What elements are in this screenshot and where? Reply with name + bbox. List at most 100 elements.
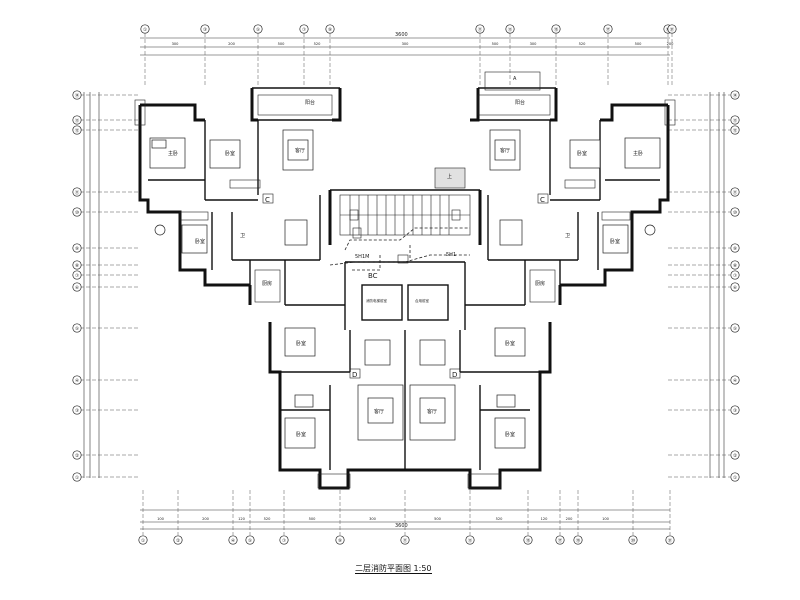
label-living-lr: 客厅 — [427, 408, 437, 415]
svg-text:⑧: ⑧ — [75, 263, 79, 269]
tag-c-right: C — [540, 196, 545, 204]
label-balcony-left: 阳台 — [305, 99, 315, 106]
left-axis-8: ⑥ — [72, 282, 82, 292]
right-axis-0: ⑭ — [730, 90, 740, 100]
right-axis-1: ⑬ — [730, 115, 740, 125]
fire-system-lines — [329, 209, 470, 271]
tag-d-right: D — [452, 371, 457, 379]
label-bedroom-bl: 卧室 — [296, 431, 306, 438]
right-dimension-lines — [709, 92, 725, 478]
bottom-dim-7: 520 — [496, 517, 504, 521]
svg-text:⑨: ⑨ — [328, 27, 332, 33]
bottom-axis-5: ⑨ — [335, 535, 345, 545]
label-bedroom-ur: 卧室 — [577, 150, 587, 157]
tag-d-left: D — [352, 371, 357, 379]
room-tags: C C D D — [262, 193, 549, 379]
right-axis-7: ⑦ — [730, 270, 740, 280]
bottom-axis-6: ⑪ — [400, 535, 410, 545]
svg-text:⑨: ⑨ — [75, 246, 79, 252]
bottom-axis-9: ⑰ — [555, 535, 565, 545]
svg-text:⑪: ⑪ — [75, 189, 80, 196]
label-stair-up: 上 — [447, 173, 452, 180]
bottom-dim-3: 520 — [264, 517, 272, 521]
svg-text:⑩: ⑩ — [733, 210, 737, 216]
top-axis-4: ⑨ — [325, 24, 335, 34]
label-corridor-bc: BC — [368, 272, 378, 280]
top-dim-1: 200 — [228, 42, 236, 46]
svg-text:⑪: ⑪ — [478, 26, 483, 33]
label-living-right: 客厅 — [500, 147, 510, 154]
top-axis-1: ③ — [200, 24, 210, 34]
svg-text:⑥: ⑥ — [75, 285, 79, 291]
label-dim-b: 5H1 — [446, 252, 456, 258]
svg-text:⑩: ⑩ — [75, 210, 79, 216]
svg-text:⑦: ⑦ — [733, 273, 737, 279]
top-axis-7: ⑮ — [551, 24, 561, 34]
tag-c-left: C — [265, 196, 270, 204]
right-axis-13: ① — [730, 472, 740, 482]
right-axis-9: ⑤ — [730, 323, 740, 333]
svg-text:⑧: ⑧ — [733, 263, 737, 269]
svg-text:⑤: ⑤ — [248, 538, 252, 544]
right-axis-3: ⑪ — [730, 187, 740, 197]
top-axis-10: ㉑ — [667, 24, 677, 34]
svg-text:②: ② — [75, 453, 79, 459]
top-total-dim: 3600 — [395, 32, 408, 38]
right-axis-10: ④ — [730, 375, 740, 385]
bottom-axis-1: ② — [173, 535, 183, 545]
right-axis-12: ② — [730, 450, 740, 460]
label-elevator-b: 合用前室 — [415, 298, 429, 303]
bottom-dim-5: 300 — [369, 517, 377, 521]
bottom-dim-9: 200 — [566, 517, 574, 521]
svg-text:⑦: ⑦ — [75, 273, 79, 279]
label-bedroom-ul: 卧室 — [225, 150, 235, 157]
top-dim-0: 300 — [172, 42, 180, 46]
label-bedroom-lr: 卧室 — [505, 340, 515, 347]
right-axis-4: ⑩ — [730, 207, 740, 217]
left-axis-11: ③ — [72, 405, 82, 415]
left-axis-1: ⑬ — [72, 115, 82, 125]
svg-text:㉑: ㉑ — [670, 26, 675, 33]
label-bedroom-mr: 卧室 — [610, 238, 620, 245]
left-dimension-lines — [83, 92, 100, 478]
svg-text:⑤: ⑤ — [256, 27, 260, 33]
svg-text:⑨: ⑨ — [733, 246, 737, 252]
svg-text:⑫: ⑫ — [733, 127, 738, 134]
svg-text:⑭: ⑭ — [733, 92, 738, 99]
svg-text:⑰: ⑰ — [606, 26, 611, 33]
drawing-title-text: 二层消防平面图 1:50 — [355, 564, 432, 574]
svg-text:⑦: ⑦ — [302, 27, 306, 33]
svg-text:⑲: ⑲ — [576, 537, 581, 544]
left-axis-0: ⑭ — [72, 90, 82, 100]
interior-walls — [148, 119, 660, 470]
bottom-dim-1: 200 — [202, 517, 210, 521]
right-axis-6: ⑧ — [730, 260, 740, 270]
bottom-axis-0: ① — [138, 535, 148, 545]
svg-text:⑬: ⑬ — [733, 117, 738, 124]
stair — [339, 167, 471, 236]
top-dim-4: 300 — [402, 42, 410, 46]
right-axis-2: ⑫ — [730, 125, 740, 135]
left-axis-7: ⑦ — [72, 270, 82, 280]
top-dim-2: 500 — [278, 42, 286, 46]
svg-text:⑨: ⑨ — [338, 538, 342, 544]
bottom-axis-4: ⑦ — [279, 535, 289, 545]
svg-text:⑰: ⑰ — [558, 537, 563, 544]
bottom-axis-3: ⑤ — [245, 535, 255, 545]
bottom-axis-10: ⑲ — [573, 535, 583, 545]
furniture — [149, 129, 661, 449]
label-bedroom-ll: 卧室 — [296, 340, 306, 347]
left-axis-12: ② — [72, 450, 82, 460]
bottom-dim-0: 100 — [157, 517, 165, 521]
top-dim-9: 200 — [667, 42, 675, 46]
top-dimension-lines: 3600 — [140, 32, 670, 56]
left-axis-5: ⑨ — [72, 243, 82, 253]
svg-text:⑳: ⑳ — [631, 537, 636, 544]
svg-text:⑪: ⑪ — [733, 189, 738, 196]
top-axis-5: ⑪ — [475, 24, 485, 34]
label-kitchen-left: 厨房 — [262, 280, 272, 287]
svg-text:③: ③ — [75, 408, 79, 414]
label-kitchen-right: 厨房 — [535, 280, 545, 287]
